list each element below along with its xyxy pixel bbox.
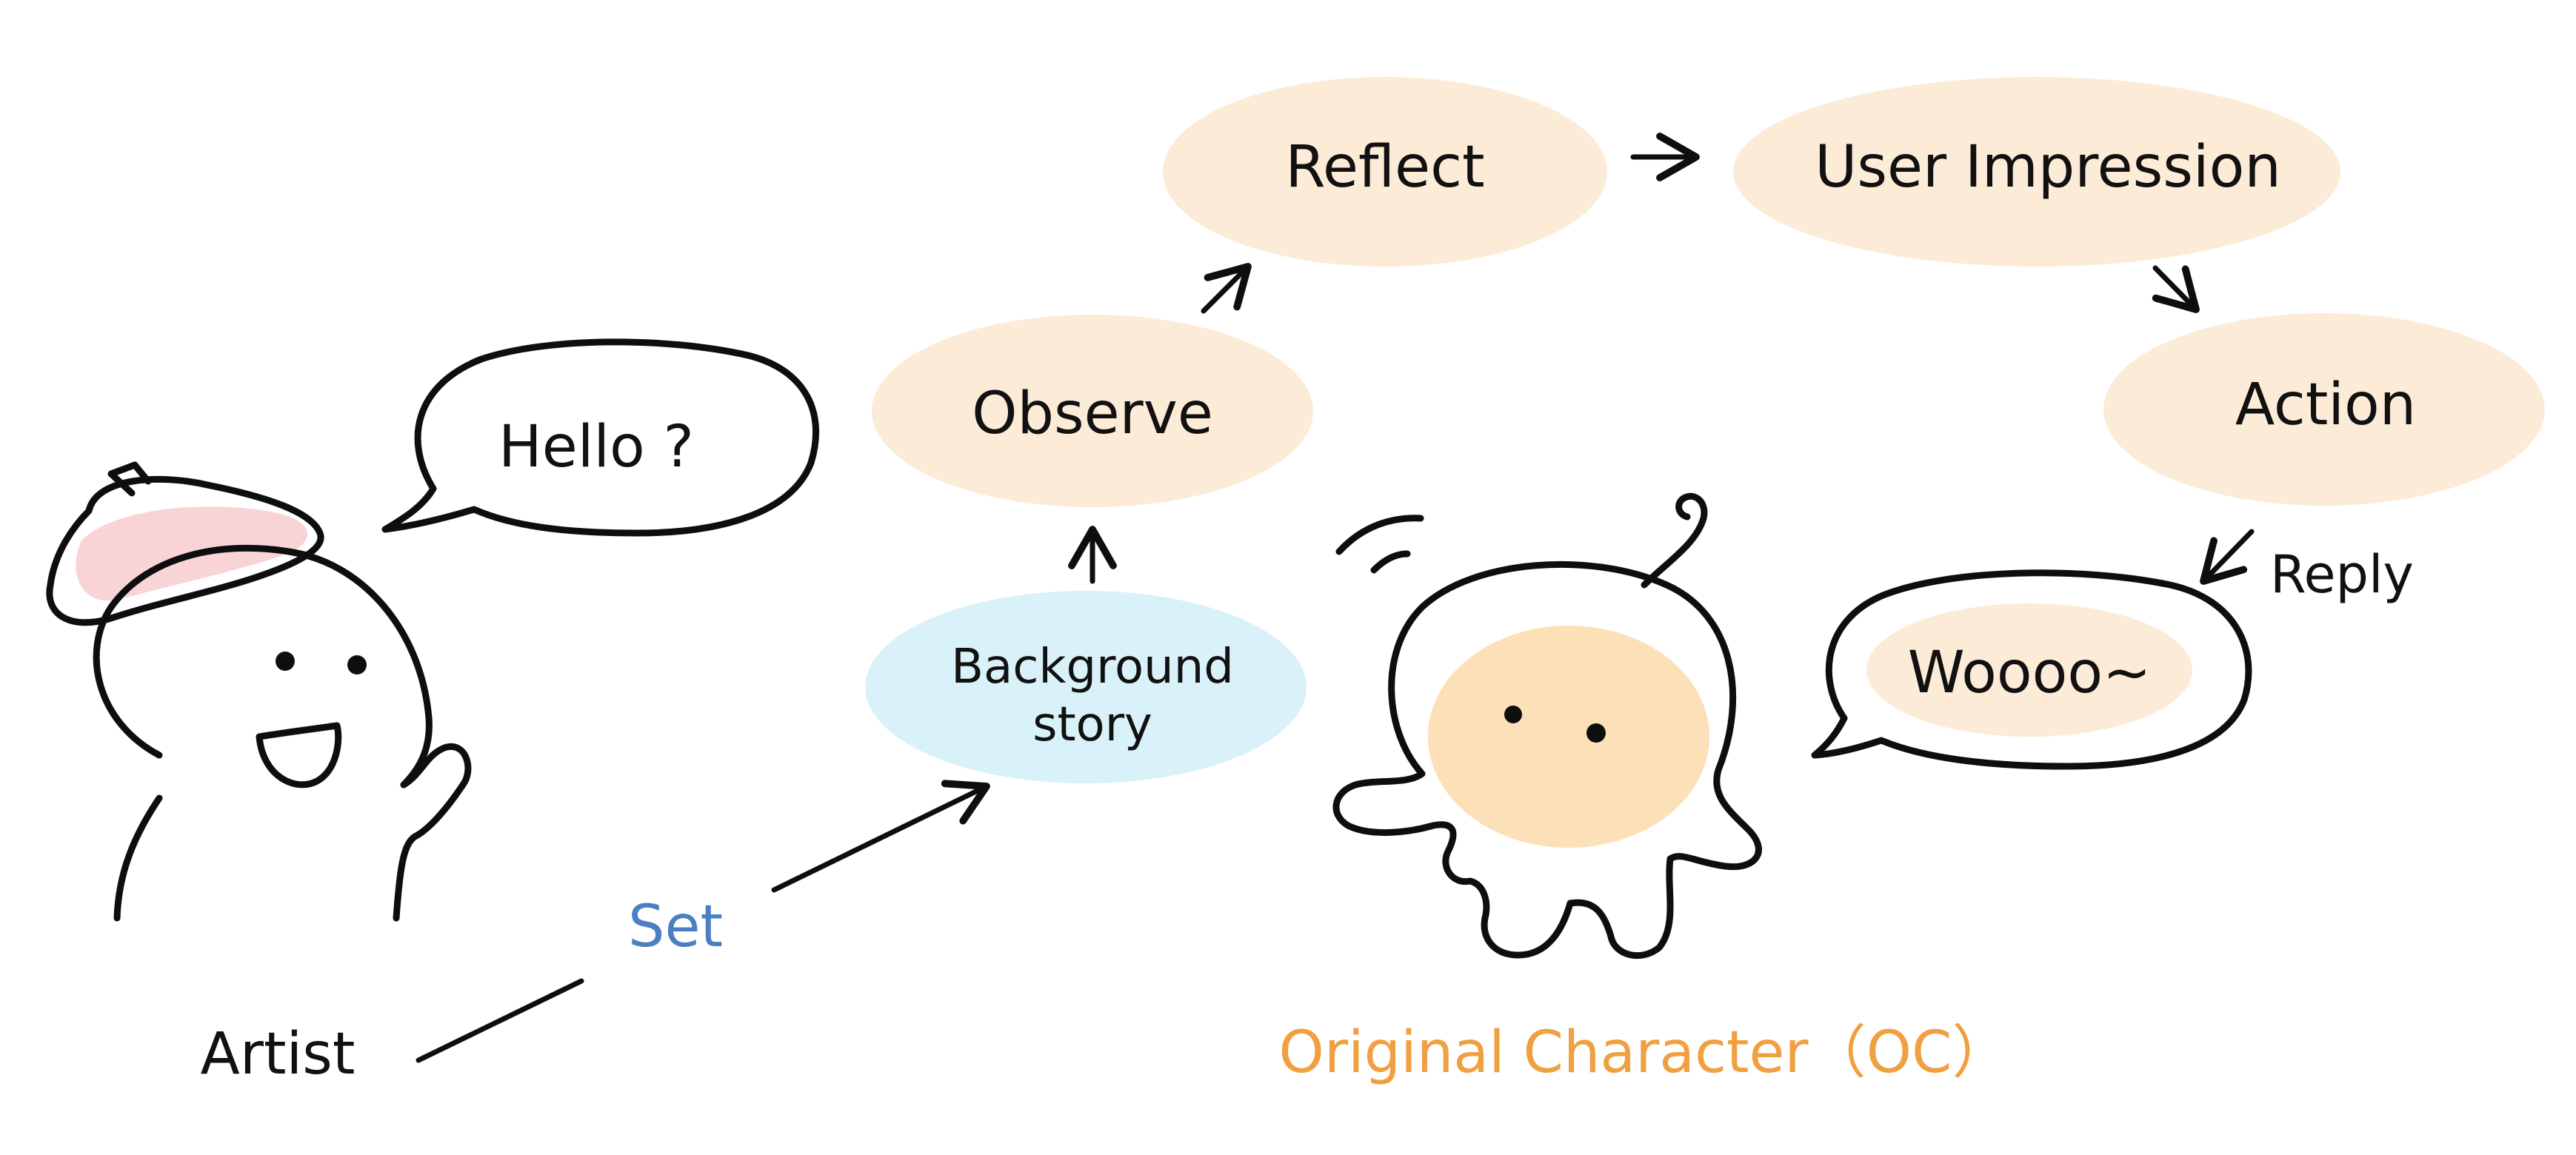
node-observe-label: Observe	[972, 381, 1213, 447]
node-user-impression-label: User Impression	[1815, 134, 2281, 201]
oc-label: Original Character（OC）	[1279, 1020, 2010, 1086]
artist-speech-bubble	[381, 338, 820, 537]
node-background-story: Background story	[865, 591, 1307, 783]
edge-label-set: Set	[628, 894, 723, 960]
node-background-story-label-line1: Background	[951, 640, 1234, 694]
node-action-shape	[2103, 313, 2545, 506]
artist-head	[93, 544, 433, 789]
oc-antenna	[1641, 492, 1708, 589]
arrow-impression-to-action	[2152, 265, 2200, 313]
artist-beret-stem	[107, 461, 152, 497]
oc-octopus-character-icon: Woooo~ Original Character（OC）	[1279, 492, 2252, 1086]
arrow-action-to-reply	[2200, 529, 2255, 585]
node-action: Action	[2103, 313, 2545, 506]
oc-speech-bubble	[1811, 569, 2252, 770]
edge-label-reply: Reply	[2270, 544, 2414, 605]
artist-mouth	[256, 722, 342, 789]
arrow-set-lower	[416, 978, 584, 1063]
node-background-story-shape	[865, 591, 1307, 783]
oc-motion-mark-1	[1335, 515, 1424, 555]
artist-label: Artist	[201, 1021, 356, 1088]
node-observe-shape	[872, 315, 1313, 507]
arrow-observe-to-reflect	[1201, 263, 1252, 314]
arrow-set-upper	[771, 780, 990, 893]
oc-speech-text: Woooo~	[1908, 640, 2152, 706]
node-user-impression-shape	[1733, 77, 2340, 267]
artist-speech-text: Hello ?	[498, 414, 694, 481]
artist-body-left	[113, 794, 163, 922]
node-reflect-shape	[1163, 77, 1607, 267]
node-reflect: Reflect	[1163, 77, 1607, 267]
node-reflect-label: Reflect	[1285, 134, 1484, 201]
oc-eye-right	[1586, 723, 1606, 743]
artist-arm-right	[393, 743, 472, 922]
oc-face	[1428, 626, 1709, 848]
oc-motion-mark-2	[1370, 550, 1411, 574]
node-user-impression: User Impression	[1733, 77, 2340, 267]
node-observe: Observe	[872, 315, 1313, 507]
oc-body-outline	[1332, 560, 1762, 960]
node-action-label: Action	[2235, 372, 2416, 438]
artist-eye-right	[347, 655, 367, 674]
node-background-story-label-line2: story	[1032, 697, 1152, 752]
artist-eye-left	[276, 652, 295, 671]
artist-character-icon: Hello ? Artist	[46, 338, 820, 1088]
oc-eye-left	[1504, 706, 1522, 723]
oc-speech-highlight	[1866, 603, 2192, 737]
